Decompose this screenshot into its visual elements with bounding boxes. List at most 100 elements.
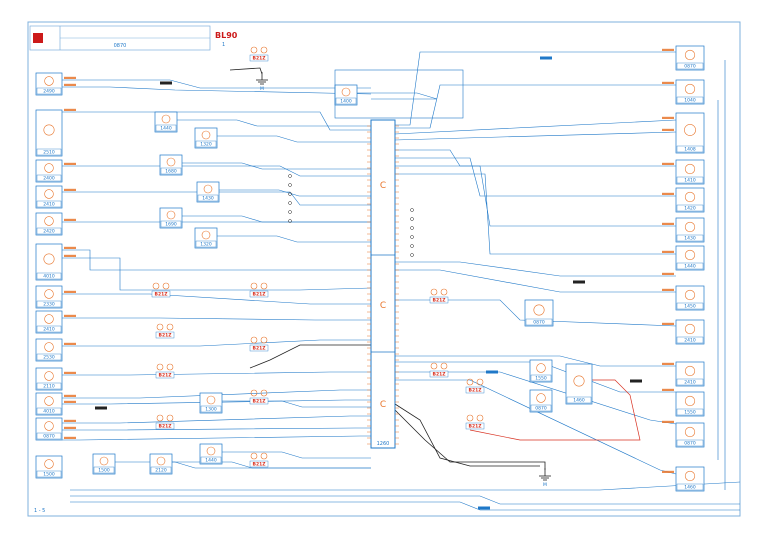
- block-mark-1: C: [380, 181, 386, 191]
- ground-symbol-icon: M: [539, 468, 551, 488]
- wire-right-5: [395, 157, 676, 197]
- wire-label-mark: [662, 272, 674, 275]
- connector-ref: B21Z: [433, 298, 447, 304]
- wire-left-9: [62, 317, 371, 321]
- title-text: 0870: [114, 43, 127, 49]
- right-component: 1550: [675, 391, 705, 417]
- left-component: 4010: [35, 243, 63, 281]
- wire-right-1: [395, 84, 676, 129]
- component-ref: 1450: [684, 304, 696, 310]
- wire-label-mark: [64, 188, 76, 191]
- splice-marker: [486, 370, 498, 374]
- junction-dot: [410, 235, 414, 239]
- connector-b21z: B21Z: [155, 323, 175, 339]
- wire-label-mark: [662, 470, 674, 473]
- wires: [62, 51, 741, 511]
- wire-left-13: [62, 399, 371, 405]
- junction-dot: [410, 217, 414, 221]
- splice-marker: [573, 280, 585, 284]
- dark-wire: [249, 344, 371, 369]
- wire-inner-4: [182, 215, 371, 223]
- wire-inner-1: [217, 135, 371, 143]
- component-ref: 4010: [43, 274, 55, 280]
- component-ref: 1550: [535, 376, 547, 382]
- splice-marker: [478, 506, 490, 510]
- component-ref: 1440: [205, 458, 217, 464]
- wire-left-7: [62, 257, 372, 291]
- footer-ref: 1 - 5: [34, 508, 45, 514]
- wire-right-9: [395, 269, 676, 293]
- component-ref: 1300: [205, 407, 217, 413]
- component-ref: 1410: [684, 178, 696, 184]
- connector-b21z: B21Z: [429, 288, 449, 304]
- wire-label-mark: [662, 388, 674, 391]
- junction-dot: [288, 201, 292, 205]
- component-ref: 1320: [200, 142, 212, 148]
- wire-label-mark: [662, 116, 674, 119]
- wire-left-8: [62, 293, 371, 305]
- harness-connector-icon: [33, 33, 43, 43]
- connector-b21z: B21Z: [155, 363, 175, 379]
- components: 2490251024002410242040102330241025302110…: [35, 45, 705, 510]
- wire-label-mark: [662, 288, 674, 291]
- ground-wire-2: [394, 409, 546, 470]
- bus-line-1: [70, 481, 741, 491]
- wire-label-mark: [64, 83, 76, 86]
- wire-label-mark: [662, 81, 674, 84]
- block-mark-2: C: [380, 301, 386, 311]
- right-component: 0870: [675, 422, 705, 448]
- component-ref: 2110: [43, 384, 55, 390]
- diagram-id: BL90: [215, 31, 238, 40]
- connector-ref: B21Z: [159, 333, 173, 339]
- junction-dot: [410, 244, 414, 248]
- connector-b21z: B21Z: [465, 414, 485, 430]
- wire-left-11: [62, 371, 371, 376]
- component-ref: 1420: [684, 206, 696, 212]
- wire-left-6: [62, 249, 371, 271]
- connector-ref: B21Z: [159, 373, 173, 379]
- wire-label-mark: [662, 222, 674, 225]
- right-component: 2410: [675, 319, 705, 345]
- splice-marker: [540, 56, 552, 60]
- wire-left-1: [62, 86, 372, 95]
- component-ref: 0870: [533, 320, 545, 326]
- wire-label-mark: [64, 108, 76, 111]
- inner-component: 1440: [154, 111, 178, 133]
- connector-ref: B21Z: [469, 424, 483, 430]
- red-wire: [469, 379, 641, 441]
- left-component: 2420: [35, 212, 63, 236]
- wire-left-2: [62, 111, 371, 131]
- inner-component: 1300: [199, 392, 223, 414]
- component-ref: 2410: [43, 327, 55, 333]
- component-ref: 2330: [43, 302, 55, 308]
- component-ref: 1460: [573, 398, 585, 404]
- component-ref: 2410: [684, 380, 696, 386]
- block-mark-3: C: [380, 400, 386, 410]
- central-unit: C C C 1260: [370, 119, 396, 449]
- right-component: 1408: [675, 112, 705, 154]
- junction-dot: [288, 192, 292, 196]
- wire-right-3: [394, 131, 677, 141]
- connector-ref: B21Z: [253, 292, 267, 298]
- junction-dot: [288, 183, 292, 187]
- inner-right-component: 0870: [529, 389, 553, 413]
- component-ref: 1440: [684, 264, 696, 270]
- wire-label-mark: [64, 290, 76, 293]
- right-component: 1450: [675, 285, 705, 311]
- component-ref: 0870: [43, 434, 55, 440]
- component-ref: 1440: [160, 126, 172, 132]
- wire-label-mark: [64, 436, 76, 439]
- wire-inner-9: [222, 451, 371, 459]
- left-component: 0870: [35, 417, 63, 441]
- component-ref: 1040: [684, 98, 696, 104]
- component-ref: 1430: [684, 236, 696, 242]
- inner-right-component: 1550: [529, 359, 553, 383]
- wire-label-mark: [64, 314, 76, 317]
- connector-b21z: B21Z: [249, 389, 269, 405]
- ground-wire-1: [394, 403, 540, 467]
- wire-label-mark: [64, 162, 76, 165]
- wire-left-15: [62, 427, 371, 431]
- wire-label-mark: [64, 342, 76, 345]
- wire-label-mark: [64, 419, 76, 422]
- component-ref: 2400: [43, 176, 55, 182]
